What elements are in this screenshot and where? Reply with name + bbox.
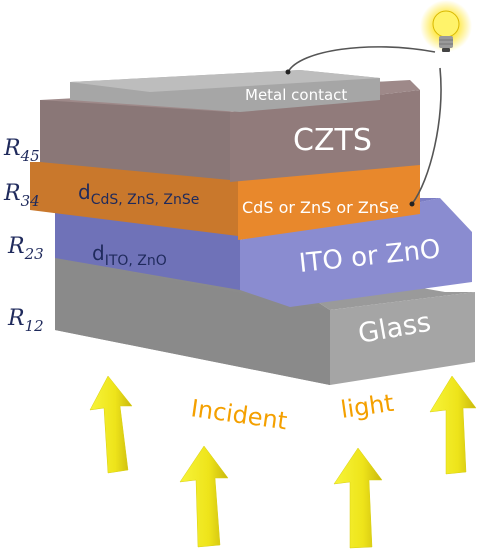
interface-r45-label: R45 — [3, 136, 40, 165]
contact-dot — [285, 69, 291, 75]
up-arrow-icon — [179, 445, 229, 548]
light-label: light — [339, 389, 396, 424]
buffer-thickness-label: dCdS, ZnS, ZnSe — [78, 180, 199, 208]
czts-label: CZTS — [293, 123, 372, 158]
buffer-label: CdS or ZnS or ZnSe — [242, 198, 399, 217]
window-thickness-label: dITO, ZnO — [92, 241, 167, 269]
up-arrow-icon — [89, 375, 133, 474]
metal-contact-label: Metal contact — [245, 86, 347, 104]
up-arrow-icon — [333, 447, 383, 549]
interface-r12-label: R12 — [7, 306, 44, 335]
interface-r34-label: R34 — [3, 181, 40, 210]
interface-r23-label: R23 — [7, 234, 44, 263]
incident-label: Incident — [189, 394, 289, 435]
circuit-wire — [287, 46, 442, 205]
metal-contact-layer — [70, 70, 380, 112]
up-arrow-icon — [429, 375, 477, 475]
contact-dot — [409, 201, 415, 207]
light-bulb-icon — [420, 0, 472, 52]
